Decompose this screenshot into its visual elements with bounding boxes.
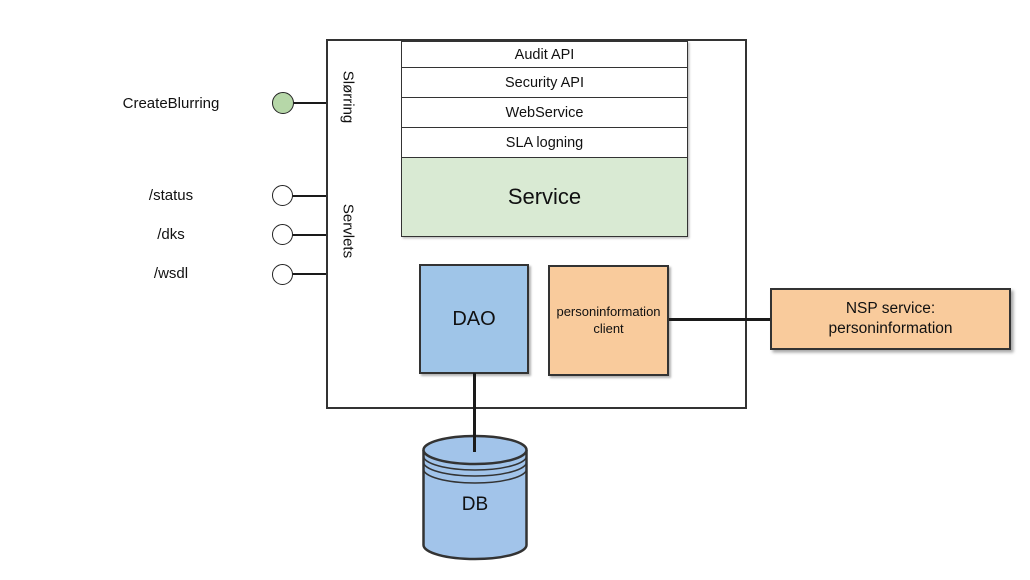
nsp-service-box: NSP service: personinformation — [770, 288, 1011, 350]
connector-dao-to-db — [473, 373, 476, 452]
connector-dks — [288, 234, 327, 236]
endpoint-label-createblurring: CreateBlurring — [122, 95, 220, 112]
connector-status — [288, 195, 327, 197]
service-box: Service — [402, 158, 687, 236]
db-cylinder-body — [422, 450, 528, 561]
connector-client-to-nsp — [669, 318, 770, 321]
connector-createblurring — [288, 102, 327, 104]
layer-sla-logning: SLA logning — [402, 128, 687, 158]
endpoint-label-wsdl: /wsdl — [153, 265, 189, 282]
port-circle-status — [272, 185, 293, 206]
port-circle-wsdl — [272, 264, 293, 285]
layer-webservice: WebService — [402, 98, 687, 128]
db-label: DB — [461, 494, 489, 515]
db-cylinder-ring — [422, 461, 528, 477]
endpoint-label-dks: /dks — [157, 226, 185, 243]
lane-label-slorring: Slørring — [339, 70, 357, 124]
api-layer-stack: Audit API Security API WebService SLA lo… — [401, 41, 688, 237]
connector-wsdl — [288, 273, 327, 275]
personinformation-client-box: personinformation client — [548, 265, 669, 376]
endpoint-label-status: /status — [148, 187, 194, 204]
dao-box: DAO — [419, 264, 529, 374]
port-circle-createblurring — [272, 92, 294, 114]
db-cylinder-ring — [422, 468, 528, 484]
port-circle-dks — [272, 224, 293, 245]
db-cylinder-ring — [422, 455, 528, 471]
lane-label-servlets: Servlets — [339, 203, 357, 259]
layer-audit-api: Audit API — [402, 42, 687, 68]
service-container-box — [326, 39, 747, 409]
layer-security-api: Security API — [402, 68, 687, 98]
